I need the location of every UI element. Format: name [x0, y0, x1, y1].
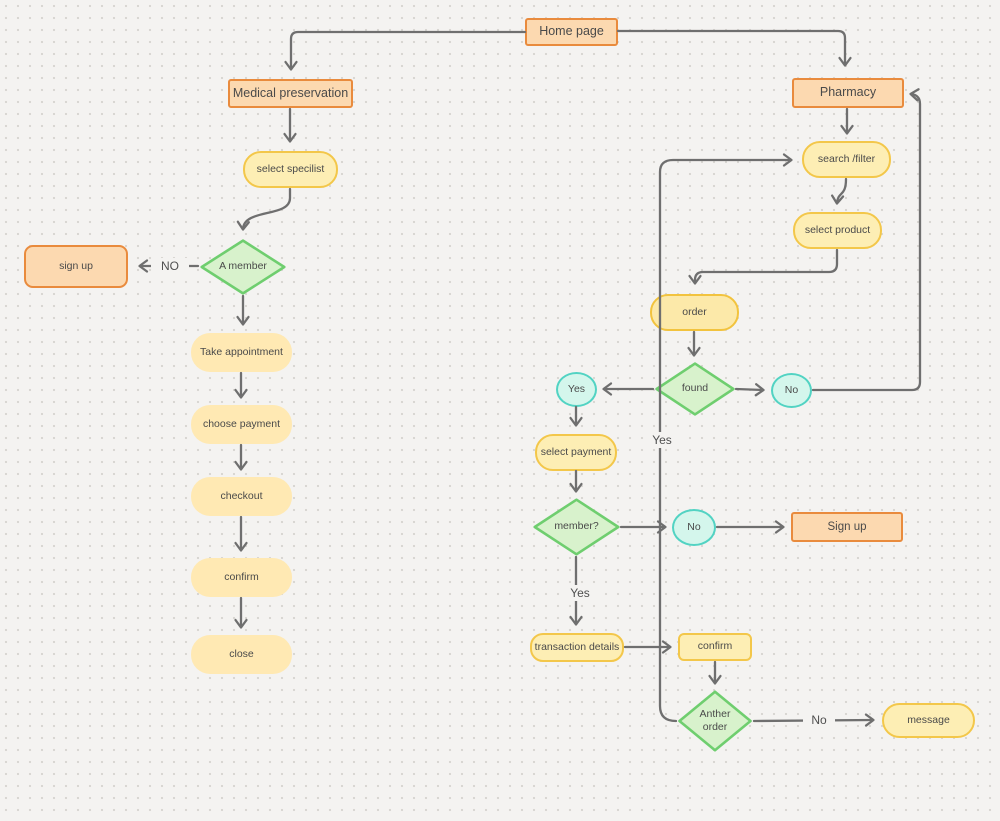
node-label: member?	[554, 520, 599, 533]
edge-label-yes-loop[interactable]: Yes	[644, 432, 680, 448]
node-take-appointment[interactable]: Take appointment	[191, 333, 292, 372]
edge-label-no-anther[interactable]: No	[803, 712, 835, 728]
node-medical-preservation[interactable]: Medical preservation	[228, 79, 353, 108]
node-home-page[interactable]: Home page	[525, 18, 618, 46]
node-confirm-right[interactable]: confirm	[678, 633, 752, 661]
node-label: Anther order	[700, 708, 731, 734]
node-confirm-left[interactable]: confirm	[191, 558, 292, 597]
node-sign-up-left[interactable]: sign up	[24, 245, 128, 288]
node-anther-order-decision[interactable]: Anther order	[678, 690, 752, 752]
node-no-member[interactable]: No	[672, 509, 716, 546]
node-choose-payment[interactable]: choose payment	[191, 405, 292, 444]
edge-search-filter-to-select-product[interactable]	[830, 177, 848, 205]
diamond-shape	[200, 239, 286, 295]
node-member-decision[interactable]: member?	[533, 498, 620, 556]
node-pharmacy[interactable]: Pharmacy	[792, 78, 904, 108]
node-search-filter[interactable]: search /filter	[802, 141, 891, 178]
node-label: found	[681, 382, 709, 395]
node-close[interactable]: close	[191, 635, 292, 674]
node-transaction-details[interactable]: transaction details	[530, 633, 624, 662]
node-select-payment[interactable]: select payment	[535, 434, 617, 471]
node-sign-up-right[interactable]: Sign up	[791, 512, 903, 542]
node-label: A member	[219, 260, 267, 273]
node-label-line2: order	[702, 721, 728, 733]
edge-found-to-no[interactable]	[734, 383, 765, 397]
edge-select-specilist-to-a-member[interactable]	[236, 187, 292, 231]
node-checkout[interactable]: checkout	[191, 477, 292, 516]
edge-label-no-a-member[interactable]: NO	[151, 258, 189, 274]
edge-home-to-pharmacy[interactable]	[616, 29, 852, 67]
node-message[interactable]: message	[882, 703, 975, 738]
edge-home-to-medical[interactable]	[284, 30, 527, 71]
node-no-found[interactable]: No	[771, 373, 812, 408]
node-a-member-decision[interactable]: A member	[200, 239, 286, 295]
node-select-product[interactable]: select product	[793, 212, 882, 249]
node-order[interactable]: order	[650, 294, 739, 331]
edge-select-product-to-order[interactable]	[688, 248, 839, 285]
node-label-line1: Anther	[699, 707, 731, 720]
diamond-shape	[533, 498, 620, 556]
node-select-specilist[interactable]: select specilist	[243, 151, 338, 188]
node-found-decision[interactable]: found	[655, 362, 735, 416]
edge-label-yes-member[interactable]: Yes	[562, 585, 598, 601]
node-yes-found[interactable]: Yes	[556, 372, 597, 407]
